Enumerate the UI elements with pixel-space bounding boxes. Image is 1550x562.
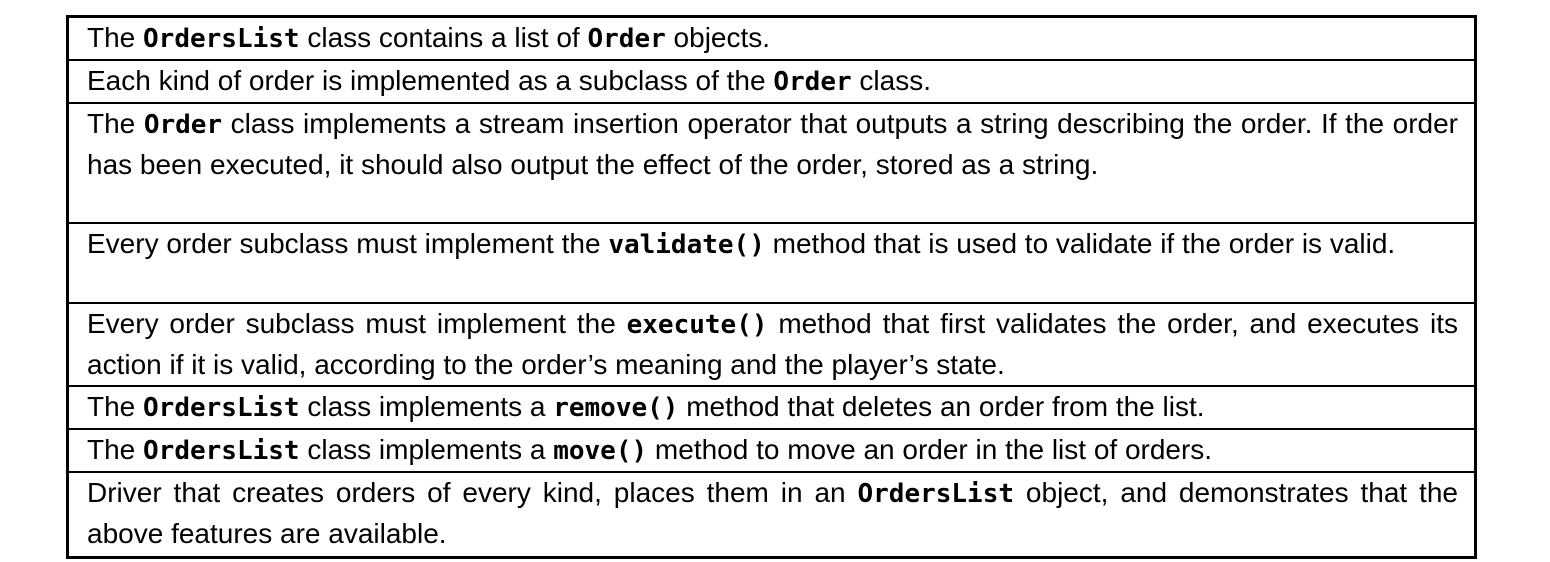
- table-row: Every order subclass must implement the …: [69, 304, 1474, 387]
- code-term: Order: [143, 110, 223, 140]
- text-segment: Each kind of order is implemented as a s…: [87, 65, 774, 96]
- code-term: OrdersList: [857, 479, 1015, 509]
- code-term: Order: [773, 67, 852, 97]
- code-term: Order: [587, 24, 666, 54]
- text-segment: method that first validates the order, a…: [87, 308, 1459, 380]
- text-segment: The: [87, 108, 144, 139]
- text-segment: method to move an order in the list of o…: [647, 434, 1213, 465]
- text-segment: method that deletes an order from the li…: [678, 391, 1205, 422]
- text-segment: method that is used to validate if the o…: [764, 228, 1396, 259]
- text-segment: class implements a: [299, 391, 554, 422]
- code-term: remove(): [553, 393, 679, 423]
- table-row: The OrdersList class implements a move()…: [69, 430, 1474, 473]
- text-segment: class contains a list of: [299, 22, 588, 53]
- code-term: execute(): [626, 310, 768, 340]
- requirements-table: The OrdersList class contains a list of …: [66, 15, 1477, 559]
- text-segment: The: [87, 22, 144, 53]
- table-row: Driver that creates orders of every kind…: [69, 473, 1474, 556]
- text-segment: class implements a: [299, 434, 554, 465]
- table-row: Each kind of order is implemented as a s…: [69, 61, 1474, 104]
- code-term: OrdersList: [143, 24, 300, 54]
- table-row: The OrdersList class implements a remove…: [69, 387, 1474, 430]
- table-row: The OrdersList class contains a list of …: [69, 18, 1474, 61]
- text-segment: Driver that creates orders of every kind…: [87, 477, 858, 508]
- table-row: Every order subclass must implement the …: [69, 224, 1474, 304]
- code-term: OrdersList: [143, 436, 300, 466]
- table-row: The Order class implements a stream inse…: [69, 104, 1474, 224]
- text-segment: Every order subclass must implement the: [87, 228, 609, 259]
- text-segment: Every order subclass must implement the: [87, 308, 627, 339]
- code-term: OrdersList: [143, 393, 300, 423]
- text-segment: class implements a stream insertion oper…: [87, 108, 1459, 180]
- text-segment: class.: [851, 65, 931, 96]
- text-segment: The: [87, 434, 144, 465]
- text-segment: The: [87, 391, 144, 422]
- text-segment: objects.: [665, 22, 771, 53]
- code-term: move(): [553, 436, 648, 466]
- code-term: validate(): [608, 230, 765, 260]
- text-segment: object, and demonstrates that the above …: [87, 477, 1458, 549]
